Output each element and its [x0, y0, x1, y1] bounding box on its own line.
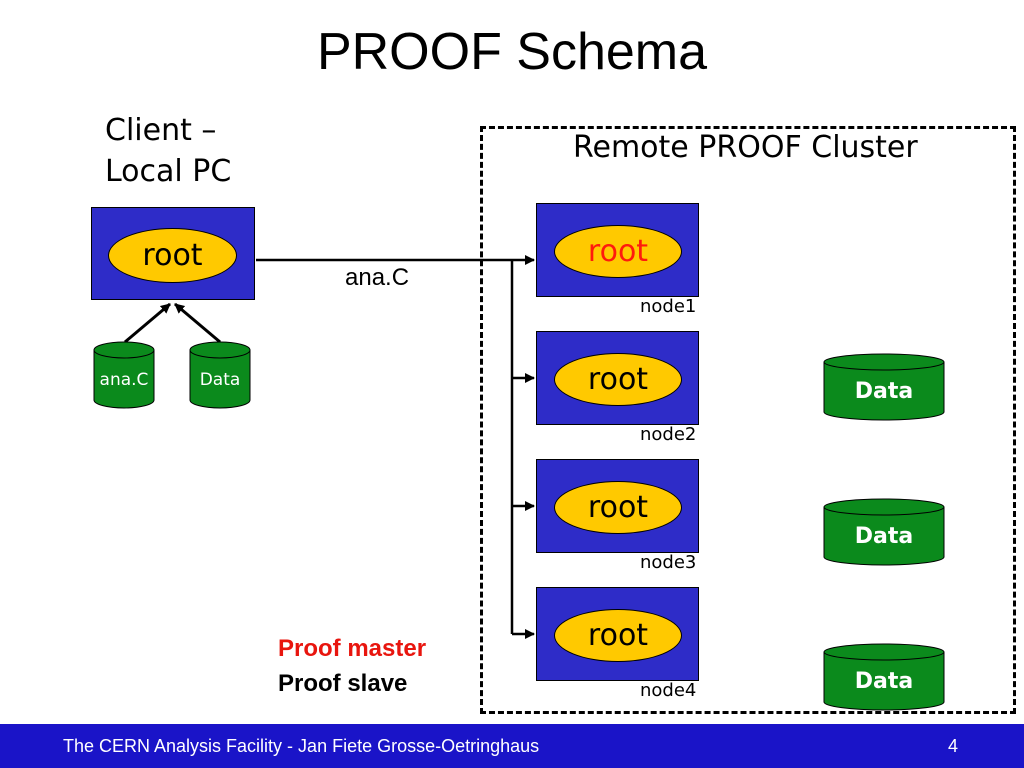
- cluster-disk-2-label: Data: [854, 524, 914, 549]
- remote-cluster-boundary: [480, 126, 1016, 714]
- client-root-ellipse: root: [108, 228, 237, 283]
- client-label: Client – Local PC: [105, 110, 231, 192]
- footer-text: The CERN Analysis Facility - Jan Fiete G…: [63, 736, 540, 756]
- node1-label: node1: [640, 296, 697, 317]
- flow-label: ana.C: [345, 264, 410, 291]
- cluster-disk-2: [823, 498, 945, 566]
- cluster-disk-3-label: Data: [854, 669, 914, 694]
- client-label-line2: Local PC: [105, 154, 232, 189]
- client-label-line1: Client –: [105, 113, 217, 148]
- client-disk-data: [189, 341, 251, 409]
- node2-root-ellipse: root: [554, 353, 682, 406]
- legend-slave: Proof slave: [278, 670, 408, 697]
- client-disk-macro: [93, 341, 155, 409]
- cluster-disk-3: [823, 643, 945, 711]
- node1-root-ellipse: root: [554, 225, 682, 278]
- legend-master: Proof master: [278, 635, 427, 662]
- page-number: 4: [948, 736, 959, 756]
- footer-bar: The CERN Analysis Facility - Jan Fiete G…: [0, 724, 1024, 768]
- disk-macro-arrow: [124, 302, 171, 344]
- disk-data-arrow: [174, 302, 221, 344]
- slide-title: PROOF Schema: [316, 23, 708, 81]
- node3-label: node3: [640, 552, 697, 573]
- client-disk-data-label: Data: [199, 370, 241, 390]
- client-disk-macro-label: ana.C: [99, 370, 149, 390]
- cluster-title: Remote PROOF Cluster: [573, 130, 918, 165]
- node2-label: node2: [640, 424, 697, 445]
- node4-root-ellipse: root: [554, 609, 682, 662]
- node4-label: node4: [640, 680, 697, 701]
- cluster-disk-1-label: Data: [854, 379, 914, 404]
- node3-root-ellipse: root: [554, 481, 682, 534]
- cluster-disk-1: [823, 353, 945, 421]
